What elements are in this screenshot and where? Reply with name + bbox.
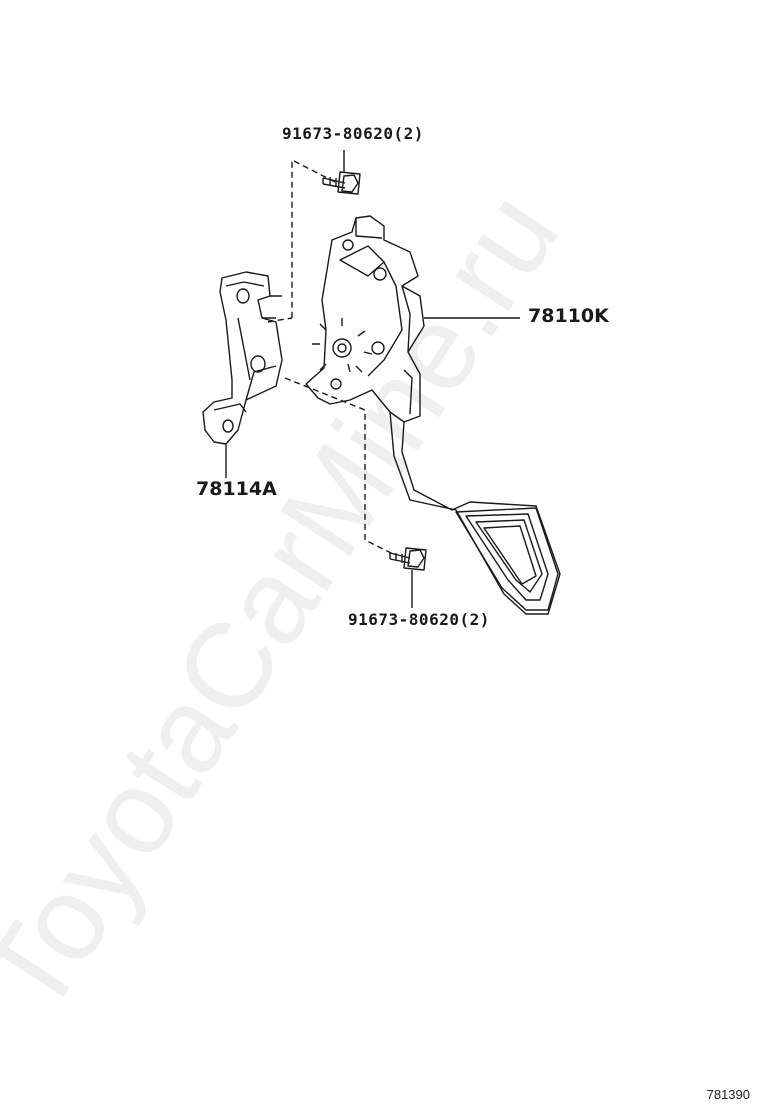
bolt-bottom-icon	[389, 547, 427, 571]
dashed-line-top	[291, 159, 336, 318]
bracket-part	[202, 271, 283, 445]
callout-bolt-top: 91673-80620(2)	[282, 124, 424, 143]
callout-pedal: 78110K	[528, 305, 609, 327]
callout-bracket: 78114A	[196, 478, 277, 500]
bolt-top-icon	[322, 171, 361, 195]
dashed-line-bottom	[284, 377, 396, 556]
pedal-assembly	[305, 215, 561, 615]
callout-bolt-bottom: 91673-80620(2)	[348, 610, 490, 629]
diagram-ref-number: 781390	[706, 1087, 750, 1102]
